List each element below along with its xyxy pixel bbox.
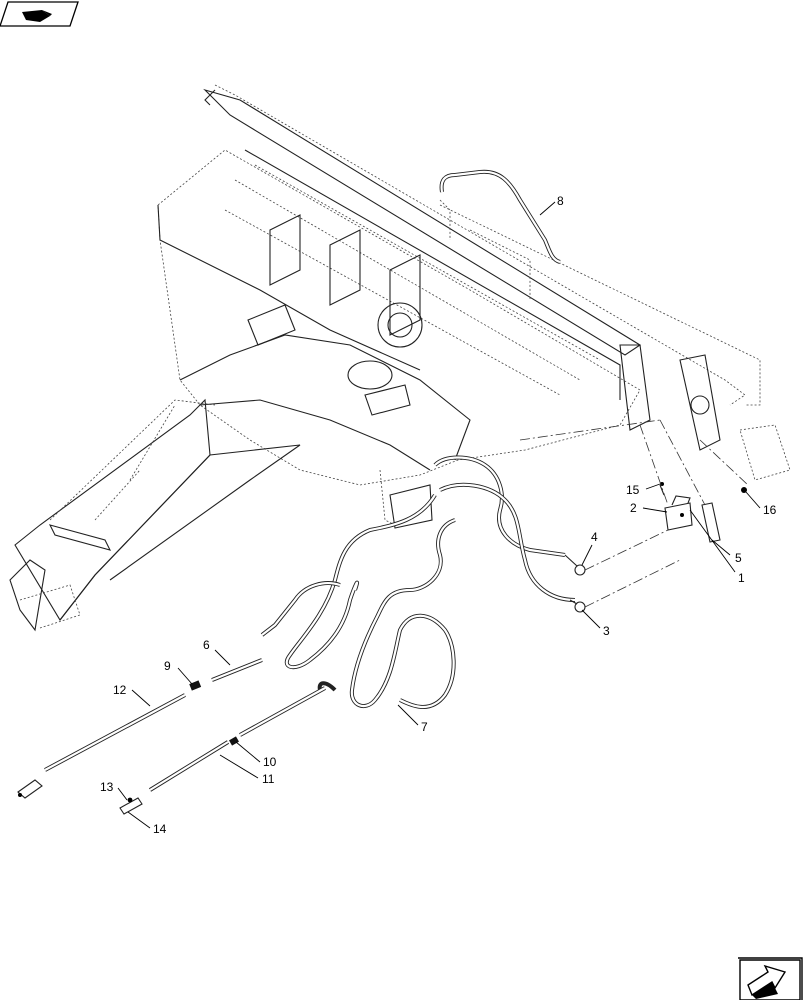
callout-3: 3 [603,624,610,638]
callout-11: 11 [262,772,275,786]
fitting-9 [189,680,202,691]
callout-14: 14 [153,822,167,836]
hose-8 [439,169,561,264]
hose-6 [211,658,263,682]
callout-6: 6 [203,638,210,652]
callout-7: 7 [421,720,428,734]
hose-11b [239,686,326,737]
plate-5 [701,502,721,543]
callout-16: 16 [763,503,777,517]
callouts: 1 2 3 4 5 6 7 8 9 10 11 12 13 [100,194,777,836]
hose-11 [148,740,230,792]
callout-12: 12 [113,683,127,697]
callout-8: 8 [557,194,564,208]
phantom-lines [519,419,749,608]
callout-2: 2 [630,501,637,515]
bracket-2 [664,495,693,531]
hose-bundle-7 [260,455,576,709]
machine-frame [9,84,791,632]
callout-10: 10 [263,755,277,769]
callout-4: 4 [591,530,598,544]
next-page-arrow-icon[interactable] [738,957,803,1000]
callout-15: 15 [626,483,640,497]
hose-12 [17,693,186,799]
callout-5: 5 [735,551,742,565]
callout-13: 13 [100,780,114,794]
fitting-10 [229,736,239,746]
direction-flag-icon[interactable] [0,1,79,27]
callout-1: 1 [738,571,745,585]
callout-9: 9 [164,659,171,673]
fitting-13 [119,797,143,815]
nut-16 [741,487,747,493]
